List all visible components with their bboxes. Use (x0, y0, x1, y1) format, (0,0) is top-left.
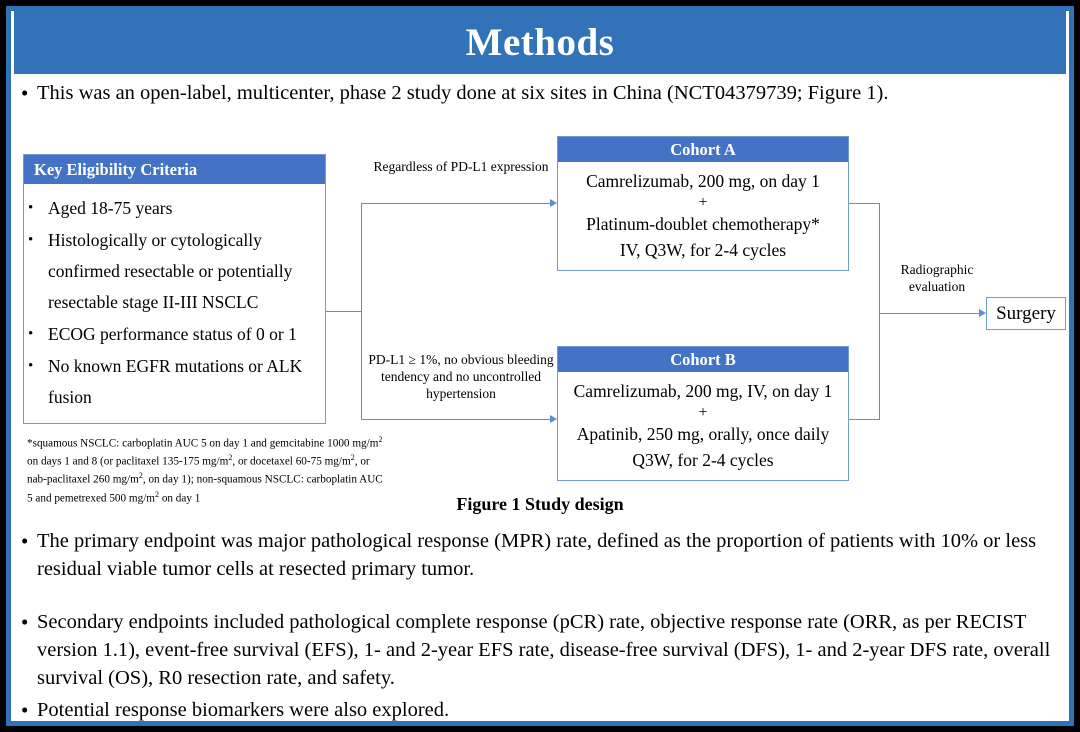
connector-trunk-h (326, 311, 361, 312)
surgery-box: Surgery (986, 297, 1066, 330)
bullet-marker: • (21, 610, 29, 634)
cohort-a-header: Cohort A (558, 137, 848, 162)
list-item: • No known EGFR mutations or ALK fusion (28, 351, 319, 413)
surgery-label: Surgery (996, 302, 1056, 324)
cohort-b-line-3: Q3W, for 2-4 cycles (632, 450, 774, 470)
bullet-marker: • (28, 358, 34, 374)
list-item: • Histologically or cytologically confir… (28, 225, 319, 318)
intro-bullet: • This was an open-label, multicenter, p… (21, 79, 1061, 107)
cohort-a-line-1: Camrelizumab, 200 mg, on day 1 (586, 171, 820, 191)
eligibility-criteria-box: Key Eligibility Criteria • Aged 18-75 ye… (23, 154, 326, 424)
bullet-marker: • (21, 529, 29, 553)
cohort-b-box: Cohort B Camrelizumab, 200 mg, IV, on da… (557, 346, 849, 481)
connector-merge-a-h (849, 203, 879, 204)
list-item: • Aged 18-75 years (28, 193, 319, 224)
slide-title-bar: Methods (14, 11, 1066, 74)
connector-trunk-v (361, 203, 362, 420)
eligibility-header: Key Eligibility Criteria (24, 155, 325, 184)
cohort-b-body: Camrelizumab, 200 mg, IV, on day 1 + Apa… (558, 372, 848, 481)
intro-bullet-text: This was an open-label, multicenter, pha… (37, 82, 889, 104)
bullet-text-primary-endpoint: The primary endpoint was major pathologi… (37, 530, 1037, 580)
cohort-a-body: Camrelizumab, 200 mg, on day 1 + Platinu… (558, 162, 848, 271)
bullet-marker: • (21, 698, 29, 721)
figure-caption: Figure 1 Study design (456, 494, 624, 514)
cohort-b-line-1: Camrelizumab, 200 mg, IV, on day 1 (573, 381, 833, 401)
cohort-b-header: Cohort B (558, 347, 848, 372)
cohort-a-line-3: IV, Q3W, for 2-4 cycles (619, 240, 787, 260)
eligibility-item-text: Histologically or cytologically confirme… (48, 230, 293, 312)
bullet-text-secondary-endpoints: Secondary endpoints included pathologica… (37, 611, 1051, 689)
eligibility-list: • Aged 18-75 years • Histologically or c… (24, 184, 325, 413)
bullet-text-biomarkers: Potential response biomarkers were also … (37, 699, 450, 721)
study-design-diagram: Key Eligibility Criteria • Aged 18-75 ye… (11, 121, 1069, 511)
eligibility-item-text: ECOG performance status of 0 or 1 (48, 324, 297, 344)
connector-merge-b-h (849, 419, 879, 420)
label-pdl1-criteria: PD-L1 ≥ 1%, no obvious bleeding tendency… (368, 352, 554, 401)
connector-branch-cohort-a (361, 203, 550, 204)
bullet-secondary-endpoints: • Secondary endpoints included pathologi… (21, 608, 1061, 692)
eligibility-item-text: No known EGFR mutations or ALK fusion (48, 356, 303, 407)
bullet-marker: • (28, 200, 34, 216)
page-title: Methods (465, 21, 615, 64)
bullet-marker: • (21, 81, 29, 105)
connector-to-surgery (879, 313, 979, 314)
connector-branch-cohort-b (361, 419, 550, 420)
cohort-b-plus: + (698, 404, 708, 421)
cohort-b-line-2: Apatinib, 250 mg, orally, once daily (576, 424, 830, 444)
list-item: • ECOG performance status of 0 or 1 (28, 319, 319, 350)
bullet-primary-endpoint: • The primary endpoint was major patholo… (21, 527, 1061, 583)
bullet-marker: • (28, 232, 34, 248)
label-radiographic-evaluation: Radiographic evaluation (900, 262, 974, 294)
bullet-marker: • (28, 326, 34, 342)
slide-canvas: Methods • This was an open-label, multic… (11, 11, 1069, 721)
arrow-to-cohort-a-icon (550, 199, 557, 207)
arrow-to-cohort-b-icon (550, 415, 557, 423)
cohort-a-box: Cohort A Camrelizumab, 200 mg, on day 1 … (557, 136, 849, 271)
eligibility-item-text: Aged 18-75 years (48, 198, 173, 218)
connector-merge-v (879, 203, 880, 420)
bullet-biomarkers: • Potential response biomarkers were als… (21, 696, 1061, 721)
label-regardless-pdl1: Regardless of PD-L1 expression (373, 159, 549, 174)
cohort-a-line-2: Platinum-doublet chemotherapy* (586, 214, 820, 234)
chemotherapy-footnote: *squamous NSCLC: carboplatin AUC 5 on da… (27, 435, 383, 505)
cohort-a-plus: + (698, 194, 708, 211)
arrow-to-surgery-icon (979, 309, 986, 317)
